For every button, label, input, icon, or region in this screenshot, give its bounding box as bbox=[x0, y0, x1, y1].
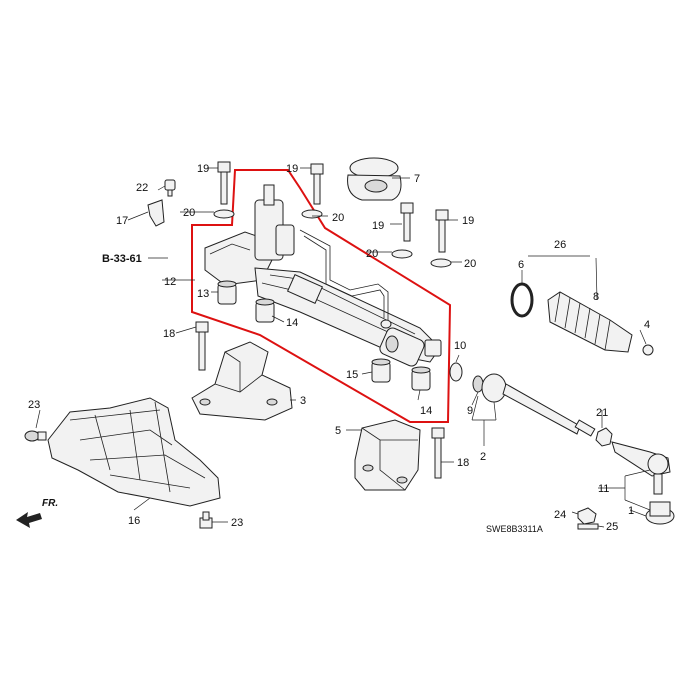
bracket-17 bbox=[147, 199, 165, 227]
callout-1: 1 bbox=[628, 505, 634, 517]
clip-4 bbox=[642, 344, 654, 356]
tie-rod-2 bbox=[481, 373, 596, 437]
callout-23-a: 23 bbox=[28, 399, 40, 411]
callout-19-b: 19 bbox=[286, 163, 298, 175]
callout-16: 16 bbox=[128, 515, 140, 527]
bolt-18-a bbox=[195, 321, 209, 371]
callout-14-b: 14 bbox=[420, 405, 432, 417]
nut-21 bbox=[595, 427, 613, 447]
callout-8: 8 bbox=[593, 291, 599, 303]
callout-19-d: 19 bbox=[462, 215, 474, 227]
gearbox-highlight-frame bbox=[191, 169, 452, 423]
front-label: FR. bbox=[42, 498, 58, 509]
callout-20-c: 20 bbox=[366, 248, 378, 260]
callout-18-b: 18 bbox=[457, 457, 469, 469]
callout-7: 7 bbox=[414, 173, 420, 185]
callout-21: 21 bbox=[596, 407, 608, 419]
bushing-14-a bbox=[255, 298, 275, 323]
callout-19-a: 19 bbox=[197, 163, 209, 175]
pin-25 bbox=[577, 523, 599, 530]
callout-4: 4 bbox=[644, 319, 650, 331]
callout-2: 2 bbox=[480, 451, 486, 463]
callout-25: 25 bbox=[606, 521, 618, 533]
bushing-15 bbox=[371, 358, 391, 383]
heat-shield-16 bbox=[47, 397, 221, 507]
washer-20-c bbox=[391, 249, 413, 259]
washer-10 bbox=[449, 362, 463, 382]
callout-12: 12 bbox=[164, 276, 176, 288]
callout-24: 24 bbox=[554, 509, 566, 521]
callout-20-b: 20 bbox=[332, 212, 344, 224]
bolt-18-b bbox=[431, 427, 445, 479]
ring-9 bbox=[472, 375, 484, 393]
front-direction-arrow bbox=[16, 512, 42, 528]
callout-17: 17 bbox=[116, 215, 128, 227]
callout-11: 11 bbox=[598, 483, 609, 495]
washer-20-d bbox=[430, 258, 452, 268]
grommet-7 bbox=[347, 157, 402, 201]
callout-3: 3 bbox=[300, 395, 306, 407]
bolt-23-b bbox=[199, 511, 213, 529]
nut-24 bbox=[577, 507, 597, 525]
callout-14-a: 14 bbox=[286, 317, 298, 329]
washer-20-b bbox=[301, 209, 323, 219]
callout-20-d: 20 bbox=[464, 258, 476, 270]
callout-18-a: 18 bbox=[163, 328, 175, 340]
bolt-19-d bbox=[435, 209, 449, 253]
callout-13: 13 bbox=[197, 288, 209, 300]
callout-19-c: 19 bbox=[372, 220, 384, 232]
tie-rod-end-11 bbox=[611, 441, 671, 495]
mount-bracket-5 bbox=[354, 419, 421, 491]
band-6 bbox=[510, 282, 534, 318]
bolt-23-a bbox=[24, 430, 47, 442]
bushing-14-b bbox=[411, 366, 431, 391]
bushing-13 bbox=[217, 280, 237, 305]
reference-label: B-33-61 bbox=[102, 253, 142, 265]
steering-gearbox-12 bbox=[204, 184, 442, 367]
boot-8 bbox=[547, 291, 633, 353]
callout-5: 5 bbox=[335, 425, 341, 437]
callout-6: 6 bbox=[518, 259, 524, 271]
callout-10: 10 bbox=[454, 340, 466, 352]
callout-26: 26 bbox=[554, 239, 566, 251]
bolt-19-a bbox=[217, 161, 231, 205]
boot-1 bbox=[645, 501, 675, 525]
mount-bracket-3 bbox=[191, 341, 293, 421]
callout-9: 9 bbox=[467, 405, 473, 417]
leader-lines bbox=[35, 167, 651, 528]
callout-22: 22 bbox=[136, 182, 148, 194]
bolt-19-c bbox=[400, 202, 414, 242]
bolt-19-b bbox=[310, 163, 324, 205]
callout-15: 15 bbox=[346, 369, 358, 381]
clamp-22 bbox=[164, 179, 176, 197]
callout-23-b: 23 bbox=[231, 517, 243, 529]
washer-20-a bbox=[213, 209, 235, 219]
callout-20-a: 20 bbox=[183, 207, 195, 219]
diagram-code: SWE8B3311A bbox=[486, 524, 543, 534]
